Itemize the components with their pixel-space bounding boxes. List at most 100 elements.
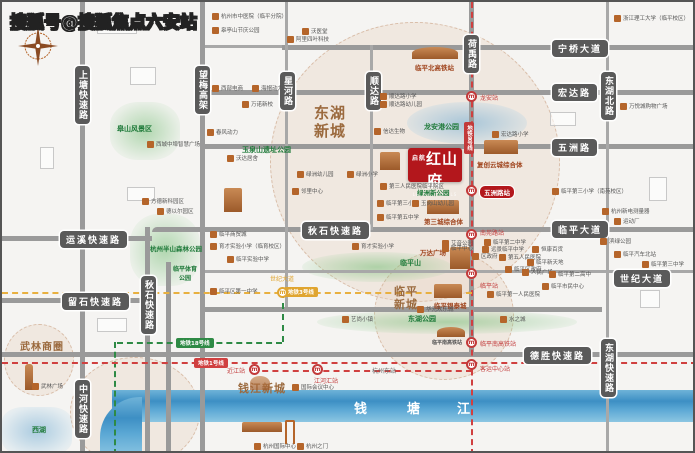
poi-item[interactable]: 德以尔园区 — [157, 207, 194, 215]
station-linping-nan-icon[interactable]: m — [466, 337, 477, 348]
poi-item[interactable]: 国际会议中心 — [292, 383, 334, 391]
metro-line18-v — [114, 342, 116, 451]
station-shiji-icon[interactable]: m — [277, 287, 288, 298]
poi-item[interactable]: 临平第一人民医院 — [487, 290, 540, 298]
poi-label: 临平第二高中 — [558, 272, 592, 278]
poi-item[interactable]: 第五人民医院 — [499, 253, 541, 261]
wulin-tower — [25, 364, 33, 390]
poi-item[interactable]: 顺达路小学 — [380, 92, 417, 100]
poi-icon — [442, 244, 449, 252]
poi-item[interactable]: 万悦城购物广场 — [620, 102, 668, 110]
station-linping-icon[interactable]: m — [466, 268, 477, 279]
poi-item[interactable]: 临平第二高中 — [549, 270, 591, 278]
poi-item[interactable]: 临平第三小学（南苑校区） — [552, 187, 627, 195]
poi-item[interactable]: 春风动力 — [207, 128, 238, 136]
poi-item[interactable]: 华元欢乐城 — [417, 305, 454, 313]
poi-item[interactable]: 远景临平中学 — [482, 245, 524, 253]
poi-item[interactable]: 宏达路小学 — [492, 130, 529, 138]
poi-label: 第五人民医院 — [508, 255, 542, 261]
project-prefix: 启航 — [411, 155, 426, 162]
poi-item[interactable]: 运动厂 — [614, 217, 640, 225]
poi-icon — [620, 102, 627, 110]
poi-item[interactable]: 绿洲小学 — [347, 170, 378, 178]
poi-label: 临平汽车北站 — [623, 252, 657, 258]
station-jiaoyun-icon[interactable]: m — [466, 359, 477, 370]
station-linping-label: 临平站 — [480, 283, 499, 290]
poi-label: 西部电商 — [221, 86, 244, 92]
poi-item[interactable]: 育才实验小学 — [352, 242, 394, 250]
station-jinjiang-icon[interactable]: m — [249, 364, 260, 375]
poi-item[interactable]: 皋亭山节庆公园 — [212, 26, 260, 34]
concert-center — [250, 376, 270, 390]
landmark-ghost-2 — [130, 67, 156, 85]
poi-icon — [542, 282, 549, 290]
poi-item[interactable]: 万诺新校 — [242, 100, 273, 108]
station-jiangbin-icon[interactable]: m — [312, 364, 323, 375]
poi-item[interactable]: 艺尚小镇 — [342, 315, 373, 323]
poi-item[interactable]: 西城中埠智慧广场 — [147, 140, 200, 148]
poi-item[interactable]: 沃医堂 — [302, 27, 328, 35]
poi-label: 杭州之门 — [306, 444, 329, 450]
poi-item[interactable]: 临平市民中心 — [542, 282, 584, 290]
poi-item[interactable]: 恒康百货 — [532, 245, 563, 253]
poi-item[interactable]: 杭州新电测量器 — [602, 207, 650, 215]
station-longan-label: 龙安站 — [480, 95, 499, 102]
poi-item[interactable]: 绿洲幼儿园 — [297, 170, 334, 178]
poi-item[interactable]: 临平第三中学 — [642, 260, 684, 268]
poi-label: 杭州新电测量器 — [611, 209, 650, 215]
poi-item[interactable]: 武林广场 — [32, 382, 63, 390]
poi-item[interactable]: 滨绿公园 — [600, 237, 631, 245]
poi-item[interactable]: 临平商贸城 — [210, 230, 247, 238]
poi-item[interactable]: 临平第五中学 — [377, 213, 419, 221]
station-wuzhoulu-icon[interactable]: m — [466, 185, 477, 196]
road-tingmei — [200, 2, 205, 451]
station-nanyuan-icon[interactable]: m — [466, 229, 477, 240]
poi-item[interactable]: 西部电商 — [212, 84, 243, 92]
poi-icon — [287, 35, 294, 43]
poi-item[interactable]: 杭州市中医院（临平分院） — [212, 12, 287, 20]
poi-item[interactable]: 临平第三小学 — [377, 199, 419, 207]
poi-icon — [254, 442, 261, 450]
poi-icon — [157, 207, 164, 215]
poi-item[interactable]: 浙江理工大学（临平校区） — [614, 14, 689, 22]
poi-item[interactable]: 阿里四叶科技 — [287, 35, 329, 43]
poi-icon — [614, 250, 621, 258]
poi-item[interactable]: 临平第二中学 — [484, 238, 526, 246]
poi-item[interactable]: 人民广场 — [522, 268, 553, 276]
poi-item[interactable]: 临平新天地 — [527, 258, 564, 266]
poi-icon — [227, 255, 234, 263]
poi-item[interactable]: 海帽动力 — [252, 84, 283, 92]
poi-item[interactable]: 信达生物 — [374, 127, 405, 135]
poi-item[interactable]: 临平汽车北站 — [614, 250, 656, 258]
poi-icon — [377, 199, 384, 207]
road-label-dexian: 德胜快速路 — [524, 347, 592, 364]
poi-item[interactable]: 邻里中心 — [292, 187, 323, 195]
poi-item[interactable]: 杭州之门 — [297, 442, 328, 450]
poi-icon — [342, 315, 349, 323]
project-card[interactable]: 启航红山府 LUXURY · HILLS — [408, 148, 462, 197]
road-ningqiao — [282, 45, 693, 50]
highlight-fuchuanyun: 复创云城综合体 — [477, 161, 523, 169]
poi-item[interactable]: 杭州国际中心 — [254, 442, 296, 450]
poi-item[interactable]: 临平实验中学 — [227, 255, 269, 263]
poi-item[interactable]: 顺达路幼儿园 — [380, 100, 422, 108]
poi-item[interactable]: 区政府 — [472, 252, 498, 260]
park-linping-mt: 临平山 — [400, 259, 421, 267]
poi-item[interactable]: 玉岗山幼儿园 — [412, 199, 454, 207]
fuchuanyun-building — [484, 140, 518, 154]
poi-item[interactable]: 临平中心 — [442, 244, 473, 252]
poi-item[interactable]: 水之城 — [500, 315, 526, 323]
yinta-building — [434, 284, 462, 298]
poi-item[interactable]: 方德新科园区 — [142, 197, 184, 205]
poi-item[interactable]: 沃达居舍 — [227, 154, 258, 162]
poi-icon — [614, 14, 621, 22]
poi-item[interactable]: 艾音公园 — [442, 239, 473, 247]
station-longan-icon[interactable]: m — [466, 91, 477, 102]
poi-item[interactable]: 第三人民医院临平院区 — [380, 182, 444, 190]
poi-item[interactable]: 临平区第一中学 — [210, 287, 258, 295]
poi-item[interactable]: 育才实验小学（临育校区） — [210, 242, 285, 250]
linping-mt-green — [302, 252, 452, 282]
metro-line1 — [2, 362, 693, 364]
poi-icon — [380, 100, 387, 108]
station-nanyuan-label: 南苑路站 — [480, 230, 505, 237]
